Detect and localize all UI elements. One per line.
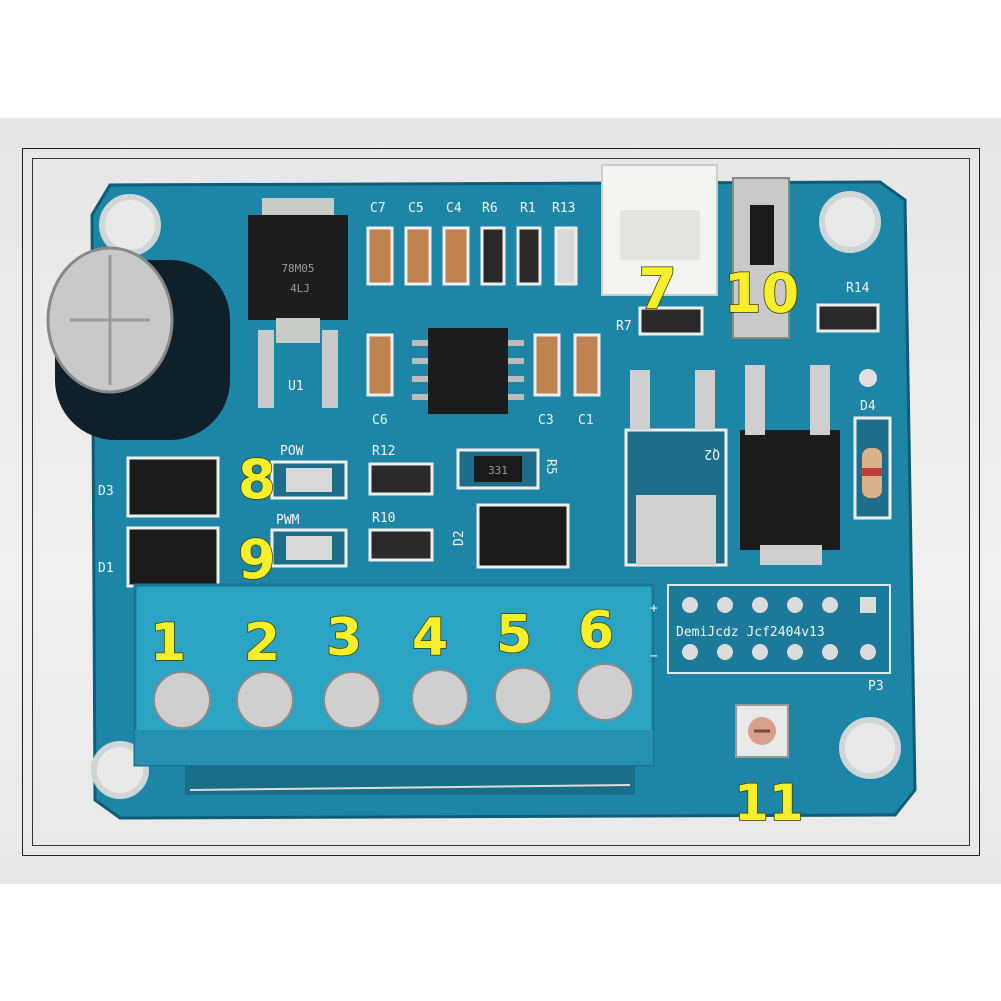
- label-r5: R5: [543, 459, 558, 475]
- callout-7: 7: [638, 257, 677, 322]
- regulator-sub-marking: 4LJ: [290, 282, 310, 295]
- led-pwm: [270, 528, 348, 568]
- capacitor-c6: [366, 333, 394, 397]
- label-d1: D1: [98, 561, 114, 576]
- label-q2: Q2: [704, 446, 720, 461]
- label-u1: U1: [288, 379, 304, 394]
- label-c5: C5: [408, 201, 424, 216]
- callout-11: 11: [734, 774, 804, 832]
- callout-8: 8: [238, 448, 276, 511]
- callout-10: 10: [724, 262, 799, 325]
- label-plus: +: [650, 601, 658, 616]
- diode-d4: [853, 416, 892, 520]
- mosfet-q2: [624, 370, 728, 567]
- mounting-hole-top-right: [819, 191, 881, 253]
- label-d4: D4: [860, 399, 876, 414]
- label-c4: C4: [446, 201, 462, 216]
- label-pow: POW: [280, 444, 304, 459]
- label-r10: R10: [372, 511, 395, 526]
- r5-marking: 331: [488, 464, 508, 477]
- inner-frame-line: [32, 158, 970, 846]
- label-r7: R7: [616, 319, 632, 334]
- label-r12: R12: [372, 444, 395, 459]
- trimmer-potentiometer: [735, 704, 789, 758]
- diode-d1: [126, 526, 220, 588]
- label-p3: P3: [868, 679, 884, 694]
- via-hole: [859, 369, 877, 387]
- electrolytic-capacitor: [46, 246, 230, 440]
- label-d3: D3: [98, 484, 114, 499]
- resistor-r14: [816, 303, 880, 333]
- slide-switch: [732, 177, 790, 339]
- diode-d3: [126, 456, 220, 518]
- callout-9: 9: [238, 528, 276, 591]
- terminal-block: [133, 583, 655, 795]
- label-c6: C6: [372, 413, 388, 428]
- mounting-hole-top-left: [99, 194, 161, 256]
- ic-chip: [412, 328, 524, 414]
- capacitor-c3: [533, 333, 561, 397]
- regulator-u1: 78M05 4LJ: [248, 198, 348, 408]
- jst-connector: [601, 164, 718, 296]
- resistor-r5: 331: [456, 448, 540, 490]
- resistor-r10: [368, 528, 434, 562]
- capacitor-c1: [573, 333, 601, 397]
- label-r14: R14: [846, 281, 870, 296]
- label-c3: C3: [538, 413, 554, 428]
- led-pow: [270, 460, 348, 500]
- regulator-marking: 78M05: [281, 262, 314, 275]
- label-r1: R1: [520, 201, 536, 216]
- callout-3: 3: [326, 608, 362, 668]
- mosfet-q1: [740, 365, 840, 565]
- label-r6: R6: [482, 201, 498, 216]
- label-pwm: PWM: [276, 513, 300, 528]
- label-c1: C1: [578, 413, 594, 428]
- callout-5: 5: [496, 605, 532, 665]
- label-r13: R13: [552, 201, 575, 216]
- mounting-hole-bottom-right: [839, 717, 901, 779]
- callout-4: 4: [412, 608, 448, 668]
- label-minus: −: [650, 649, 658, 664]
- callout-6: 6: [578, 601, 614, 661]
- board-id: DemiJcdz Jcf2404v13: [676, 625, 825, 640]
- callout-2: 2: [244, 613, 280, 673]
- smd-row-top: [366, 226, 578, 286]
- resistor-r12: [368, 462, 434, 496]
- label-c7: C7: [370, 201, 386, 216]
- callout-1: 1: [150, 613, 186, 673]
- resistor-r7: [638, 306, 704, 336]
- pin-header-p3: DemiJcdz Jcf2404v13: [667, 584, 891, 674]
- diode-d2: [476, 503, 570, 569]
- mounting-hole-bottom-left: [91, 741, 149, 799]
- label-d2: D2: [452, 530, 467, 546]
- outer-frame-line: [22, 148, 980, 856]
